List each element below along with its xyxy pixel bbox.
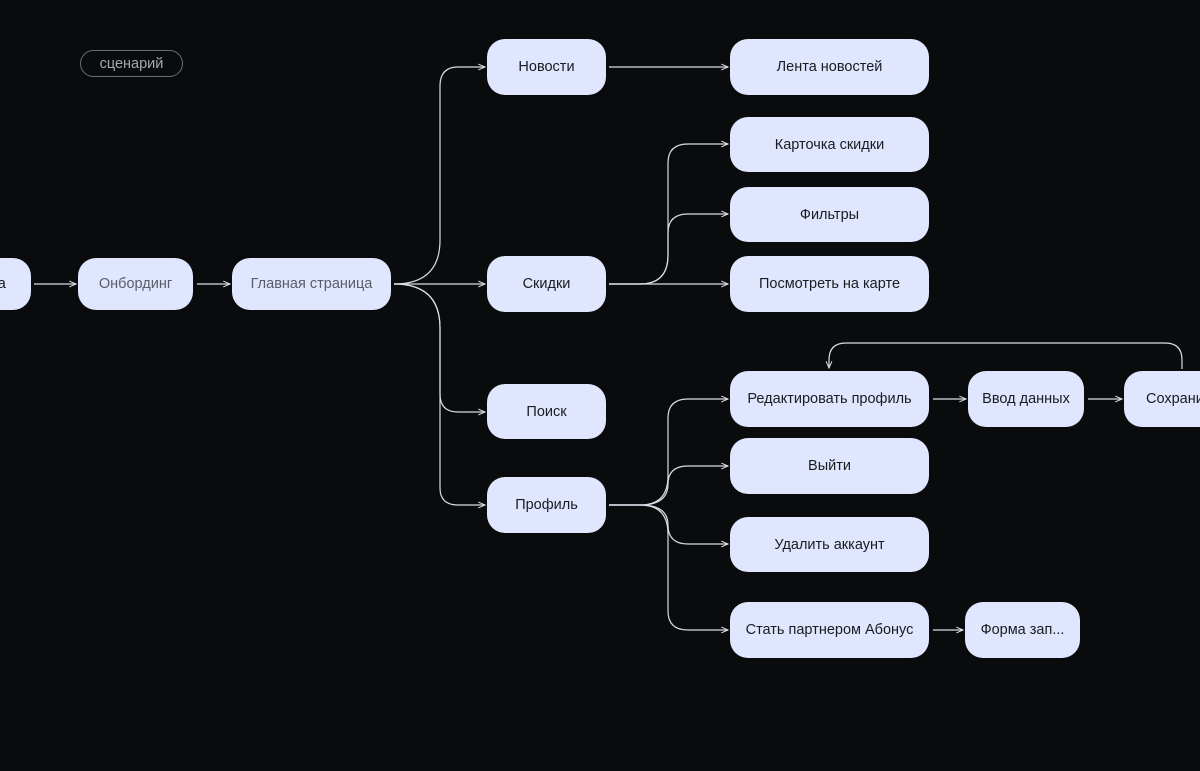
node-data-entry[interactable]: Ввод данных <box>968 371 1084 427</box>
edge-profile-logout <box>609 466 728 506</box>
node-save[interactable]: Сохрани <box>1124 371 1200 427</box>
node-onboarding[interactable]: Онбординг <box>78 258 193 310</box>
node-delete-account[interactable]: Удалить аккаунт <box>730 517 929 572</box>
node-search[interactable]: Поиск <box>487 384 606 439</box>
node-discounts[interactable]: Скидки <box>487 256 606 312</box>
node-edit-profile[interactable]: Редактировать профиль <box>730 371 929 427</box>
scenario-tag: сценарий <box>80 50 183 77</box>
node-become-partner[interactable]: Стать партнером Абонус <box>730 602 929 658</box>
node-start[interactable]: да <box>0 258 31 310</box>
node-profile[interactable]: Профиль <box>487 477 606 533</box>
node-discount-card[interactable]: Карточка скидки <box>730 117 929 172</box>
edge-home-profile <box>393 283 485 505</box>
node-news[interactable]: Новости <box>487 39 606 95</box>
node-logout[interactable]: Выйти <box>730 438 929 494</box>
edge-profile-partner <box>609 504 728 630</box>
node-application-form[interactable]: Форма зап... <box>965 602 1080 658</box>
node-home[interactable]: Главная страница <box>232 258 391 310</box>
node-news-feed[interactable]: Лента новостей <box>730 39 929 95</box>
edge-profile-edit <box>609 399 728 506</box>
node-filters[interactable]: Фильтры <box>730 187 929 242</box>
edge-home-news <box>393 67 485 285</box>
edge-save-edit-loop <box>829 342 1183 369</box>
node-map-view[interactable]: Посмотреть на карте <box>730 256 929 312</box>
edge-discounts-filters <box>609 214 728 285</box>
